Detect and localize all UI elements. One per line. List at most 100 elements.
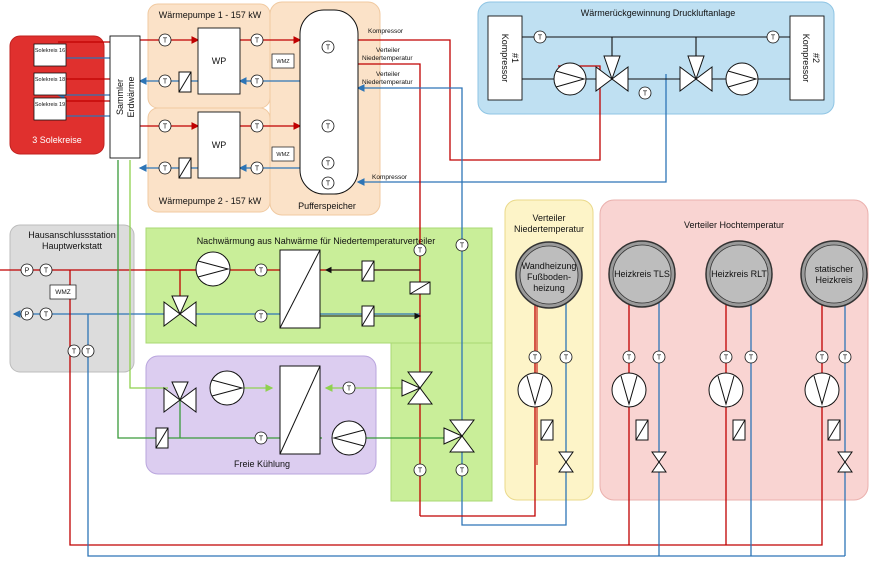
wp1-label: WP bbox=[212, 56, 227, 66]
sensor-symbol: T bbox=[255, 166, 260, 173]
pump-freie-kuehlung-2 bbox=[331, 420, 367, 456]
druckluft-zone bbox=[477, 1, 835, 115]
regulator-nachw-1 bbox=[361, 260, 375, 282]
sensor-symbol: T bbox=[771, 35, 776, 42]
temperature-sensor-23: T bbox=[39, 263, 53, 277]
mixing-valve-nt-2 bbox=[443, 419, 475, 453]
sensor-symbol: T bbox=[259, 314, 264, 321]
solekreis-16-box: Solekreis 16 bbox=[33, 43, 67, 67]
temperature-sensor-8: T bbox=[321, 40, 335, 54]
temperature-sensor-24: T bbox=[39, 307, 53, 321]
rlt-label: Heizkreis RLT bbox=[711, 269, 767, 279]
sensor-symbol: T bbox=[255, 79, 260, 86]
heizkreis-tls: Heizkreis TLS bbox=[608, 240, 676, 308]
wandheizung-label-1: Wandheizung bbox=[522, 261, 577, 271]
wp1-title: Wärmepumpe 1 - 157 kW bbox=[159, 10, 262, 20]
wmz-haus bbox=[49, 284, 77, 300]
sensor-symbol: T bbox=[259, 436, 264, 443]
wmz-haus-label: WMZ bbox=[55, 289, 71, 296]
sensor-symbol: T bbox=[418, 248, 423, 255]
pipe-label-nt-b-2: Niedertemperatur bbox=[362, 79, 413, 86]
pipe-label-nt-a-1: Verteiler bbox=[376, 47, 401, 54]
temperature-sensor-17: T bbox=[413, 243, 427, 257]
hausanschluss-title-2: Hauptwerkstatt bbox=[42, 241, 103, 251]
wandheizung-label-3: heizung bbox=[533, 283, 565, 293]
temperature-sensor-20: T bbox=[254, 431, 268, 445]
solekreis-18-label: Solekreis 18 bbox=[35, 77, 65, 83]
sensor-symbol: T bbox=[460, 468, 465, 475]
sensor-symbol: T bbox=[255, 38, 260, 45]
nt-return-run bbox=[461, 300, 567, 526]
sensor-symbol: T bbox=[749, 355, 754, 362]
mixing-valve-druckluft-1 bbox=[595, 55, 629, 92]
temperature-sensor-0: T bbox=[158, 33, 172, 47]
sensor-symbol: T bbox=[326, 161, 331, 168]
sensor-symbol: T bbox=[538, 35, 543, 42]
temperature-sensor-7: T bbox=[250, 161, 264, 175]
pipe-label-nt-a-2: Niedertemperatur bbox=[362, 55, 413, 62]
sammler-label-1: Sammler bbox=[115, 79, 125, 115]
temperature-sensor-1: T bbox=[158, 74, 172, 88]
temperature-sensor-31: T bbox=[622, 350, 636, 364]
temperature-sensor-6: T bbox=[250, 119, 264, 133]
main-supply-line bbox=[69, 356, 629, 546]
temperature-sensor-29: T bbox=[528, 350, 542, 364]
temperature-sensor-19: T bbox=[342, 381, 356, 395]
sensor-symbol: T bbox=[347, 386, 352, 393]
sensor-symbol: T bbox=[163, 166, 168, 173]
pump-tls bbox=[611, 372, 647, 408]
pressure-sensor-25: P bbox=[20, 263, 34, 277]
regulator-kuehlung bbox=[155, 427, 169, 449]
wp2-box bbox=[197, 111, 241, 179]
wp1-box bbox=[197, 27, 241, 95]
heizkreis-statisch: statischer Heizkreis bbox=[800, 240, 868, 308]
solekreis-16-label: Solekreis 16 bbox=[35, 48, 65, 54]
wmz-wp1-label: WMZ bbox=[276, 59, 290, 65]
wandheizung-label-2: Fußboden- bbox=[527, 272, 571, 282]
wp2-title: Wärmepumpe 2 - 157 kW bbox=[159, 196, 262, 206]
temperature-sensor-3: T bbox=[250, 74, 264, 88]
pump-nachwaermung bbox=[195, 251, 231, 287]
pufferspeicher-tank bbox=[299, 9, 359, 195]
temperature-sensor-27: T bbox=[67, 344, 81, 358]
mixing-valve-kuehlung bbox=[163, 381, 197, 413]
valve-nt bbox=[558, 451, 574, 473]
temperature-sensor-12: T bbox=[533, 30, 547, 44]
sensor-symbol: T bbox=[418, 468, 423, 475]
temperature-sensor-11: T bbox=[321, 176, 335, 190]
nt-title-2: Niedertemperatur bbox=[514, 224, 584, 234]
temperature-sensor-33: T bbox=[719, 350, 733, 364]
temperature-sensor-35: T bbox=[815, 350, 829, 364]
sensor-symbol: T bbox=[255, 124, 260, 131]
pump-rlt bbox=[708, 372, 744, 408]
hausanschluss-title-1: Hausanschlussstation bbox=[28, 230, 116, 240]
sensor-symbol: T bbox=[657, 355, 662, 362]
temperature-sensor-2: T bbox=[250, 33, 264, 47]
temperature-sensor-22: T bbox=[455, 463, 469, 477]
temperature-sensor-15: T bbox=[254, 263, 268, 277]
sammler-label-2: Erdwärme bbox=[126, 76, 136, 117]
regulator-nachw-2 bbox=[361, 305, 375, 327]
sensor-symbol: T bbox=[163, 124, 168, 131]
solekreis-19-label: Solekreis 19 bbox=[35, 102, 65, 108]
heizkreis-rlt: Heizkreis RLT bbox=[705, 240, 773, 308]
puffer-title: Pufferspeicher bbox=[298, 201, 356, 211]
temperature-sensor-14: T bbox=[638, 86, 652, 100]
nachwaermung-title: Nachwärmung aus Nahwärme für Niedertempe… bbox=[197, 236, 436, 246]
temperature-sensor-32: T bbox=[652, 350, 666, 364]
kompressor-1-label-1: Kompressor bbox=[500, 34, 510, 83]
sensor-symbol: T bbox=[643, 91, 648, 98]
temperature-sensor-36: T bbox=[838, 350, 852, 364]
pipe-label-nt-b-1: Verteiler bbox=[376, 71, 401, 78]
regulator-wp2 bbox=[178, 157, 192, 179]
freie-kuehlung-title: Freie Kühlung bbox=[234, 459, 290, 469]
sensor-symbol: T bbox=[820, 355, 825, 362]
pump-druckluft-1 bbox=[553, 62, 587, 96]
nt-title-1: Verteiler bbox=[532, 213, 565, 223]
pressure-sensor-26: P bbox=[20, 307, 34, 321]
temperature-sensor-5: T bbox=[158, 161, 172, 175]
mixing-valve-nachwaermung bbox=[163, 295, 197, 327]
temperature-sensor-9: T bbox=[321, 119, 335, 133]
nt-supply-run bbox=[420, 300, 536, 517]
temperature-sensor-21: T bbox=[413, 463, 427, 477]
